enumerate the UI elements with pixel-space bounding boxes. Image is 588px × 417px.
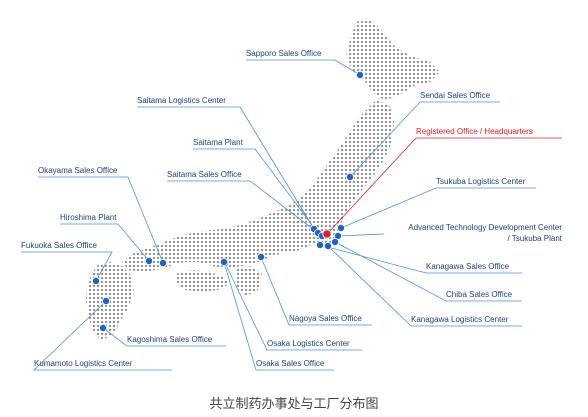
pin-sendai xyxy=(345,172,354,181)
connector-lines xyxy=(21,59,562,371)
pin-kanagawa-sales xyxy=(315,240,324,249)
label-advanced-technology-development-center: Advanced Technology Development Center xyxy=(408,223,562,232)
leader-line-headquarters xyxy=(326,137,562,235)
label-hiroshima-plant: Hiroshima Plant xyxy=(60,213,117,222)
leader-line-sapporo xyxy=(246,59,361,76)
pin-nagoya-sales xyxy=(256,252,265,261)
label-registered-office-headquarters: Registered Office / Headquarters xyxy=(416,127,533,136)
label-nagoya-sales-office: Nagoya Sales Office xyxy=(289,314,362,323)
pin-fukuoka-sales xyxy=(92,276,101,285)
label-saitama-logistics-center: Saitama Logistics Center xyxy=(137,96,226,105)
pin-kumamoto-logistics xyxy=(102,296,111,305)
leader-line-tsukuba-logistics xyxy=(340,187,536,229)
japan-landmass xyxy=(86,18,440,340)
kyushu-shape xyxy=(86,262,134,340)
pin-headquarters xyxy=(322,229,332,239)
label-tsukuba-plant: / Tsukuba Plant xyxy=(507,234,562,243)
kii-peninsula-shape xyxy=(236,266,262,296)
pin-hiroshima-plant xyxy=(144,256,153,265)
shikoku-shape xyxy=(176,270,230,292)
leader-line-kagoshima-sales xyxy=(102,327,226,347)
pin-tsukuba-logistics xyxy=(336,223,345,232)
leader-line-hiroshima-plant xyxy=(60,223,150,262)
pin-kanagawa-logistics xyxy=(323,241,332,250)
label-saitama-plant: Saitama Plant xyxy=(193,138,243,147)
leader-line-fukuoka-sales xyxy=(21,251,113,282)
leader-line-osaka-logistics xyxy=(224,262,362,351)
label-sendai-sales-office: Sendai Sales Office xyxy=(420,91,491,100)
map-caption: 共立制药办事处与工厂分布图 xyxy=(209,397,379,412)
leader-line-chiba-sales xyxy=(334,241,522,302)
leader-line-saitama-sales xyxy=(167,180,323,237)
label-fukuoka-sales-office: Fukuoka Sales Office xyxy=(21,241,97,250)
office-pins xyxy=(92,71,364,332)
pin-osaka-sales xyxy=(219,257,228,266)
leader-line-kanagawa-logistics xyxy=(327,245,522,327)
leader-line-kumamoto-logistics xyxy=(33,300,172,371)
leader-line-sendai xyxy=(349,101,500,178)
leader-line-advanced-technology-center xyxy=(337,233,385,237)
label-kanagawa-sales-office: Kanagawa Sales Office xyxy=(426,262,510,271)
pin-kagoshima-sales xyxy=(99,323,108,332)
label-tsukuba-logistics-center: Tsukuba Logistics Center xyxy=(436,177,526,186)
label-chiba-sales-office: Chiba Sales Office xyxy=(446,290,513,299)
pin-sapporo xyxy=(355,71,364,80)
label-saitama-sales-office: Saitama Sales Office xyxy=(167,170,242,179)
leader-line-saitama-plant xyxy=(193,148,319,234)
label-osaka-sales-office: Osaka Sales Office xyxy=(256,359,325,368)
pin-chiba-sales xyxy=(330,237,339,246)
leader-line-nagoya-sales xyxy=(260,256,372,326)
label-okayama-sales-office: Okayama Sales Office xyxy=(38,166,118,175)
label-sapporo-sales-office: Sapporo Sales Office xyxy=(246,49,322,58)
label-osaka-logistics-center: Osaka Logistics Center xyxy=(267,339,350,348)
leader-line-okayama-sales xyxy=(38,176,164,264)
leader-line-kanagawa-sales xyxy=(319,244,522,274)
label-kanagawa-logistics-center: Kanagawa Logistics Center xyxy=(411,315,509,324)
leader-line-osaka-sales xyxy=(223,261,334,371)
pin-okayama-sales xyxy=(158,258,167,267)
label-kumamoto-logistics-center: Kumamoto Logistics Center xyxy=(34,359,133,368)
honshu-shape xyxy=(122,100,394,272)
leader-line-saitama-logistics xyxy=(137,106,315,230)
label-kagoshima-sales-office: Kagoshima Sales Office xyxy=(127,335,213,344)
hokkaido-shape xyxy=(346,18,440,100)
